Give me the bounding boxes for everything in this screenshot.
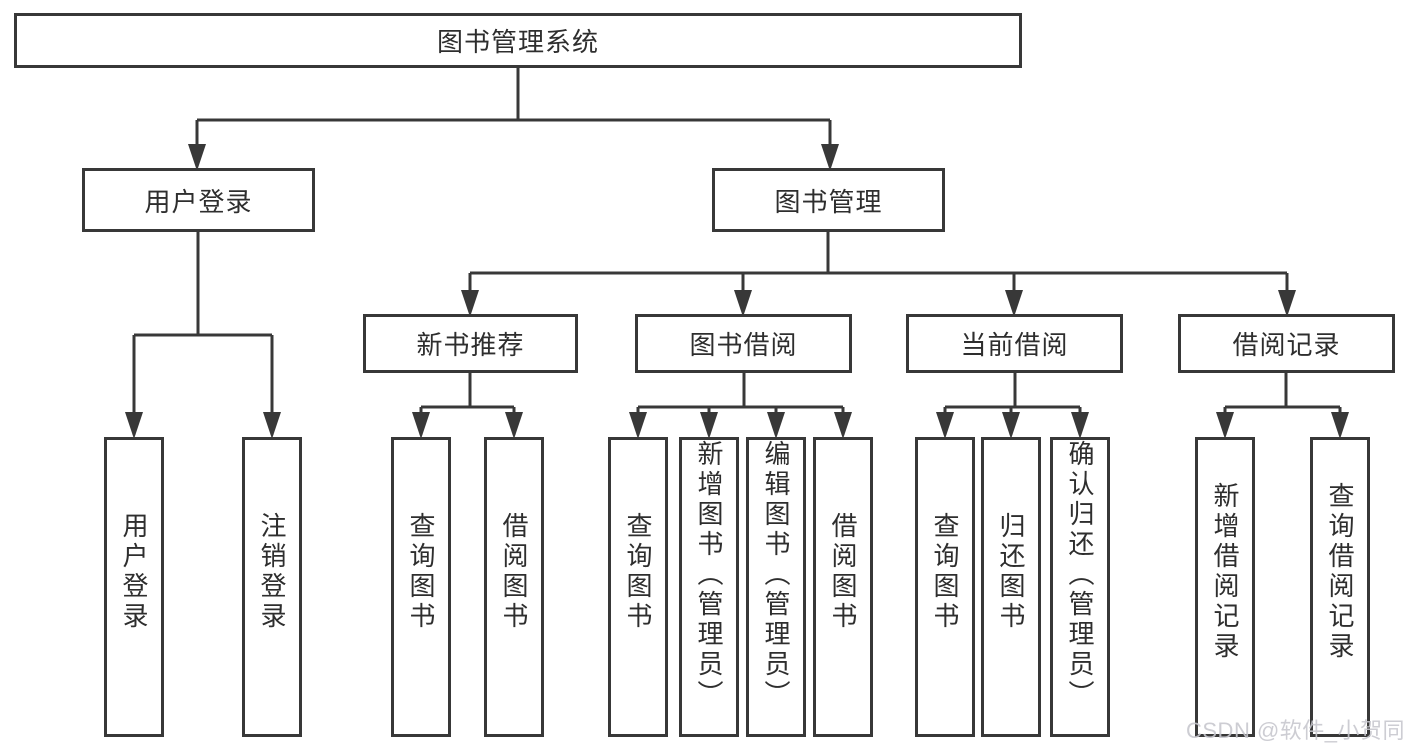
leaf-query-books-current: 查询图书 xyxy=(915,437,975,737)
leaf-return-book: 归还图书 xyxy=(981,437,1041,737)
node-new-book-recommend-label: 新书推荐 xyxy=(416,330,525,360)
leaf-add-book-admin: 新增图书（管理员） xyxy=(679,437,739,737)
node-new-book-recommend: 新书推荐 xyxy=(363,314,578,373)
leaf-user-login-label: 用户登录 xyxy=(119,512,149,632)
leaf-add-borrow-record: 新增借阅记录 xyxy=(1195,437,1255,737)
leaf-query-books-current-label: 查询图书 xyxy=(930,512,960,632)
arrowheads xyxy=(125,144,1349,439)
leaf-borrow-books-recommend-label: 借阅图书 xyxy=(499,512,529,632)
leaf-query-books-recommend: 查询图书 xyxy=(391,437,451,737)
node-current-borrowing: 当前借阅 xyxy=(906,314,1123,373)
leaf-add-book-admin-label: 新增图书（管理员） xyxy=(694,440,724,710)
node-root: 图书管理系统 xyxy=(14,13,1022,68)
node-current-borrowing-label: 当前借阅 xyxy=(960,330,1069,360)
leaf-add-borrow-record-label: 新增借阅记录 xyxy=(1210,482,1240,662)
leaf-query-books-recommend-label: 查询图书 xyxy=(406,512,436,632)
leaf-query-borrow-record-label: 查询借阅记录 xyxy=(1325,482,1355,662)
node-user-login: 用户登录 xyxy=(82,168,315,232)
leaf-query-books-borrowing: 查询图书 xyxy=(608,437,668,737)
leaf-edit-book-admin-label: 编辑图书（管理员） xyxy=(761,440,791,710)
node-book-borrowing: 图书借阅 xyxy=(635,314,852,373)
tree-edges xyxy=(132,67,1342,435)
leaf-query-borrow-record: 查询借阅记录 xyxy=(1310,437,1370,737)
node-user-login-label: 用户登录 xyxy=(144,186,253,217)
leaf-logout-label: 注销登录 xyxy=(257,512,287,632)
csdn-watermark: CSDN @软件_小贺同学 xyxy=(1186,718,1405,743)
node-root-label: 图书管理系统 xyxy=(436,27,599,57)
leaf-logout: 注销登录 xyxy=(242,437,302,737)
leaf-borrow-books-recommend: 借阅图书 xyxy=(484,437,544,737)
leaf-confirm-return-admin: 确认归还（管理员） xyxy=(1050,437,1110,737)
node-book-borrowing-label: 图书借阅 xyxy=(689,330,798,360)
node-book-management: 图书管理 xyxy=(712,168,945,232)
node-book-management-label: 图书管理 xyxy=(774,186,883,217)
leaf-borrow-books-borrowing: 借阅图书 xyxy=(813,437,873,737)
node-borrowing-records: 借阅记录 xyxy=(1178,314,1395,373)
leaf-query-books-borrowing-label: 查询图书 xyxy=(623,512,653,632)
leaf-user-login: 用户登录 xyxy=(104,437,164,737)
leaf-borrow-books-borrowing-label: 借阅图书 xyxy=(828,512,858,632)
node-borrowing-records-label: 借阅记录 xyxy=(1232,330,1341,360)
leaf-confirm-return-admin-label: 确认归还（管理员） xyxy=(1065,440,1095,710)
leaf-edit-book-admin: 编辑图书（管理员） xyxy=(746,437,806,737)
leaf-return-book-label: 归还图书 xyxy=(996,512,1026,632)
